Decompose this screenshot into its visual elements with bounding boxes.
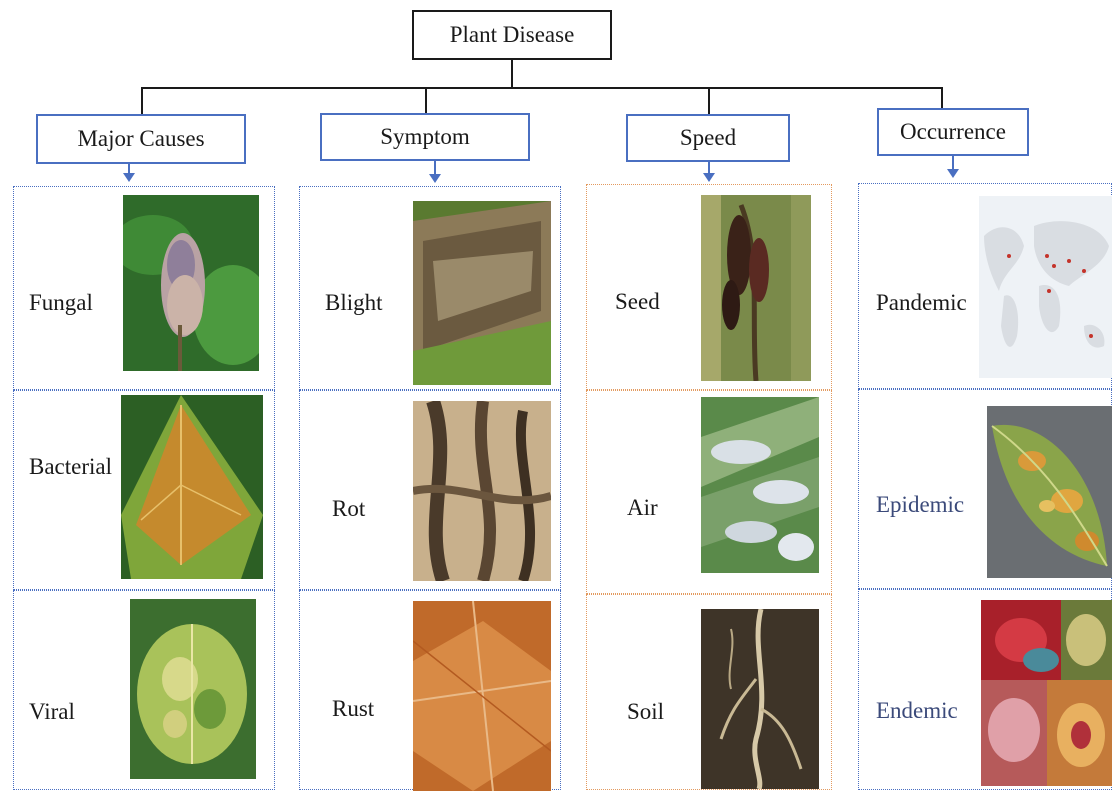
branch-bar — [141, 87, 943, 89]
cell-pandemic: Pandemic — [858, 183, 1112, 389]
cell-epidemic: Epidemic — [858, 389, 1112, 589]
fungal-photo — [123, 195, 259, 371]
root-stem — [511, 60, 513, 88]
cell-viral: Viral — [13, 590, 275, 790]
cell-rust: Rust — [299, 590, 561, 790]
category-label: Occurrence — [900, 119, 1006, 145]
cell-air: Air — [586, 390, 832, 594]
cell-label: Soil — [627, 699, 664, 725]
cell-label: Fungal — [29, 290, 93, 316]
cell-endemic: Endemic — [858, 589, 1112, 790]
category-label: Speed — [680, 125, 736, 151]
cell-label: Air — [627, 495, 658, 521]
arrow-head-speed — [703, 173, 715, 182]
branch-drop-symptom — [425, 87, 427, 115]
bacterial-photo — [121, 395, 263, 579]
cell-seed: Seed — [586, 184, 832, 390]
epidemic-photo — [987, 406, 1112, 578]
cell-blight: Blight — [299, 186, 561, 390]
arrow-head-major-causes — [123, 173, 135, 182]
blight-photo — [413, 201, 551, 385]
viral-photo — [130, 599, 256, 779]
cell-soil: Soil — [586, 594, 832, 790]
cell-label: Pandemic — [876, 290, 967, 316]
root-node: Plant Disease — [412, 10, 612, 60]
branch-drop-occurrence — [941, 87, 943, 109]
cell-label: Seed — [615, 289, 660, 315]
category-occurrence: Occurrence — [877, 108, 1029, 156]
cell-label: Rot — [332, 496, 365, 522]
cell-label: Viral — [29, 699, 75, 725]
soil-photo — [701, 609, 819, 789]
root-label: Plant Disease — [450, 22, 575, 48]
column-speed: Seed Air — [586, 184, 832, 790]
column-occurrence: Pandemic Epidemic — [858, 183, 1112, 790]
column-symptom: Blight Rot Rust — [299, 186, 561, 790]
cell-label: Rust — [332, 696, 374, 722]
branch-drop-major-causes — [141, 87, 143, 115]
rust-photo — [413, 601, 551, 791]
arrow-head-symptom — [429, 174, 441, 183]
seed-photo — [701, 195, 811, 381]
pandemic-map-photo — [979, 196, 1112, 378]
arrow-head-occurrence — [947, 169, 959, 178]
cell-label: Blight — [325, 290, 383, 316]
category-speed: Speed — [626, 114, 790, 162]
category-symptom: Symptom — [320, 113, 530, 161]
category-label: Major Causes — [77, 126, 204, 152]
category-label: Symptom — [380, 124, 469, 150]
cell-rot: Rot — [299, 390, 561, 590]
category-major-causes: Major Causes — [36, 114, 246, 164]
branch-drop-speed — [708, 87, 710, 115]
cell-fungal: Fungal — [13, 186, 275, 390]
arrow-occurrence — [952, 156, 954, 170]
cell-label: Epidemic — [876, 492, 964, 518]
arrow-symptom — [434, 161, 436, 175]
cell-label: Bacterial — [29, 454, 112, 480]
air-photo — [701, 397, 819, 573]
cell-bacterial: Bacterial — [13, 390, 275, 590]
rot-photo — [413, 401, 551, 581]
endemic-photo — [981, 600, 1112, 786]
column-major-causes: Fungal Bacterial — [13, 186, 275, 790]
cell-label: Endemic — [876, 698, 958, 724]
